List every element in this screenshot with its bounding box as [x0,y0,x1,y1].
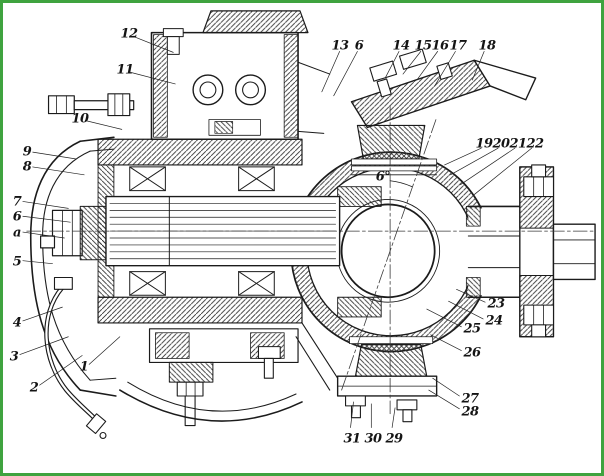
roller-bearings [129,166,275,296]
leader-lines [19,36,533,428]
callout-14: 14 [392,38,410,54]
axle-shaft-right [467,164,596,338]
callout-3: 3 [9,349,19,365]
hub-studs [40,93,135,257]
brake-hose [44,276,107,439]
callout-7: 7 [12,194,22,210]
callout-16: 16 [431,38,449,54]
callout-5: 5 [12,254,22,270]
technical-drawing [19,10,596,439]
callout-19: 19 [475,136,493,152]
brake-backing-assembly [119,322,339,427]
lower-kingpin-pivot [336,336,438,423]
ball-joint-housing [290,151,508,353]
callout-15: 15 [414,38,432,54]
callout-29: 29 [385,431,403,447]
upper-steering-arm [350,48,537,129]
callout-26: 26 [463,345,481,361]
callout-kingpin-angle: 6° [375,169,391,185]
cap-bolts [345,395,418,423]
brake-drum-shell [29,136,117,397]
callout-28: 28 [461,404,479,420]
flange-nuts [523,164,555,338]
upper-housing [150,10,331,141]
callout-27: 27 [461,391,479,407]
upper-kingpin-pivot [351,124,438,176]
callout-17: 17 [449,38,467,54]
kingpin-angle-arc [389,180,413,188]
callout-10: 10 [71,111,89,127]
callout-23: 23 [487,296,505,312]
callout-6-left: 6 [12,209,22,225]
callout-31: 31 [343,431,361,447]
callout-11: 11 [116,62,134,78]
callout-2: 2 [29,380,39,396]
callout-24: 24 [485,313,503,329]
callout-4: 4 [12,315,22,331]
callout-21: 21 [509,136,527,152]
arm-nuts [369,48,453,98]
callout-18: 18 [478,38,496,54]
callout-8: 8 [22,159,32,175]
callout-13: 13 [331,38,349,54]
callout-20: 20 [492,136,510,152]
callout-9: 9 [22,144,32,160]
callout-22: 22 [526,136,544,152]
callout-25: 25 [463,321,481,337]
callout-12: 12 [120,26,138,42]
callout-1: 1 [79,359,89,375]
callout-30: 30 [364,431,382,447]
callout-6-top: 6 [354,38,364,54]
centerlines [26,105,594,415]
callout-a: а [13,225,21,241]
